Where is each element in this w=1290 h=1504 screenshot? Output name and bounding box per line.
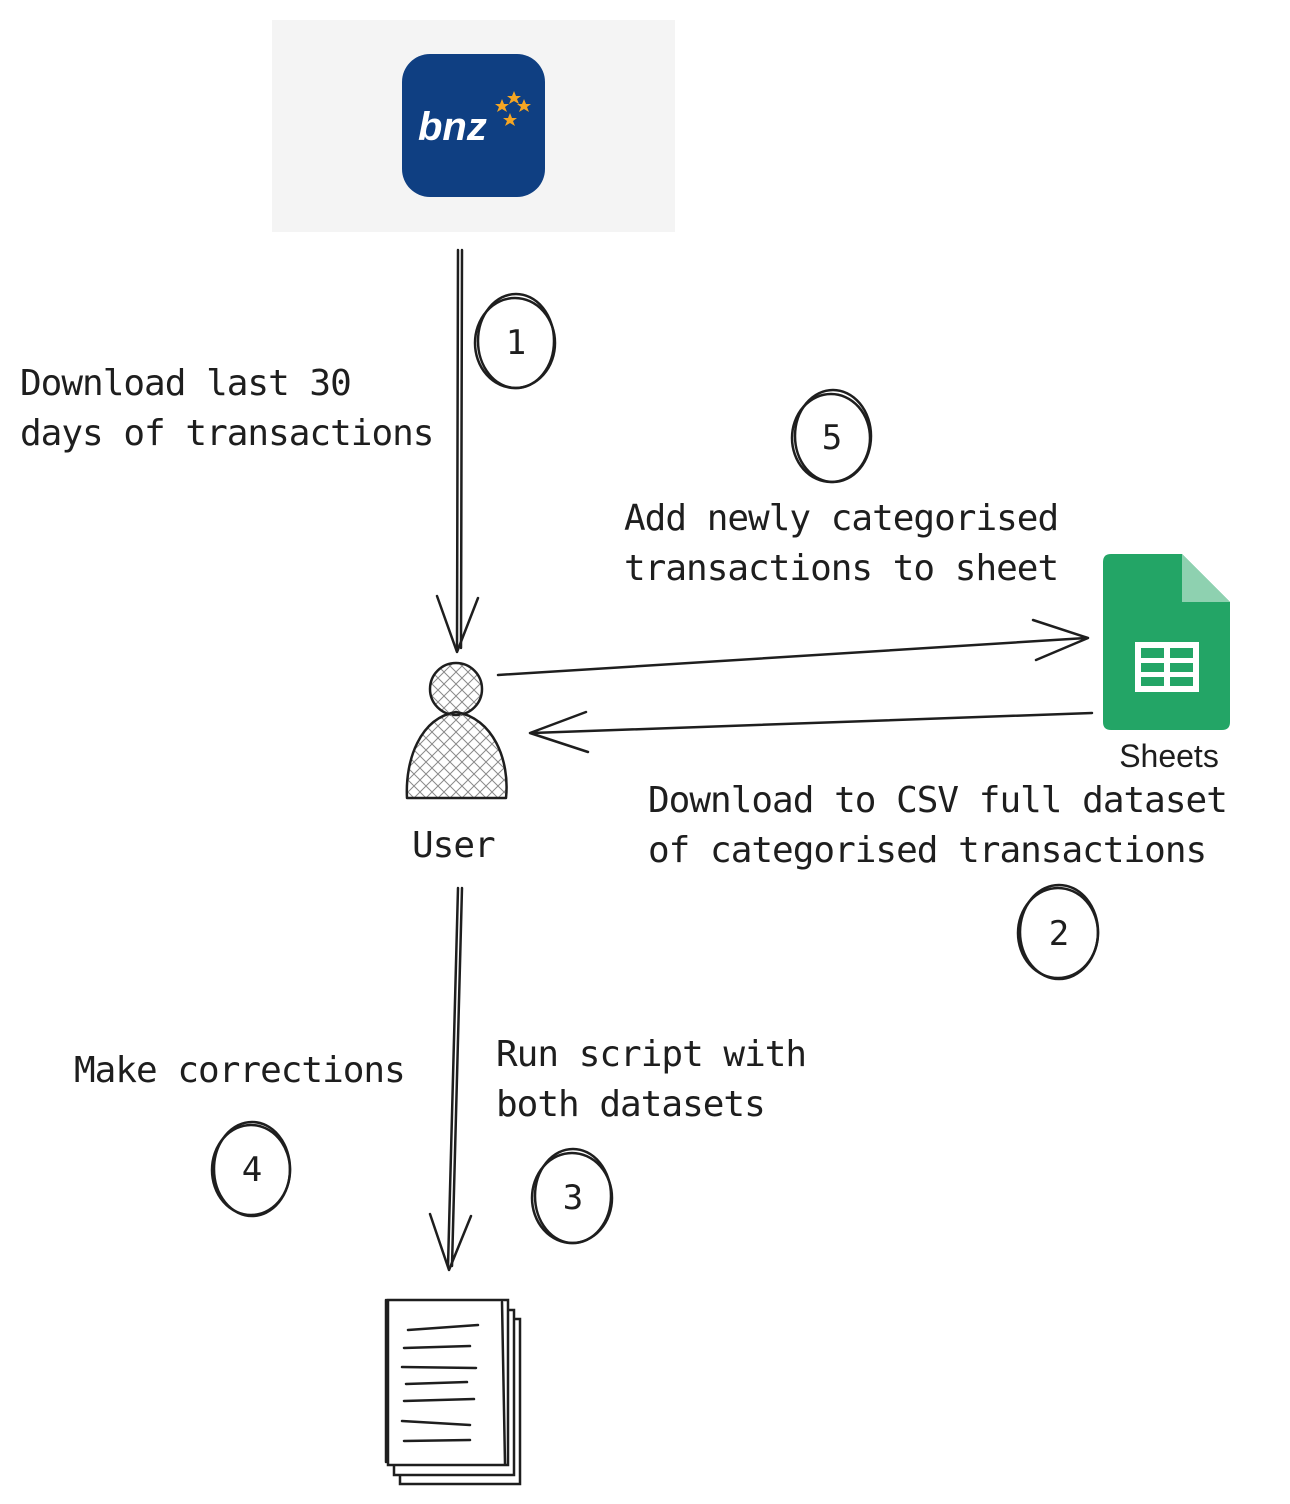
step-4-label: Make corrections bbox=[74, 1050, 405, 1091]
step-5-label-line2: transactions to sheet bbox=[624, 548, 1058, 589]
bnz-logo-text: bnz bbox=[418, 105, 487, 149]
step-5-badge: 5 bbox=[790, 388, 873, 484]
step-2-label-line1: Download to CSV full dataset bbox=[648, 780, 1227, 821]
step-4-badge: 4 bbox=[210, 1120, 292, 1218]
step-1-label-line1: Download last 30 bbox=[20, 363, 351, 404]
step-2-badge: 2 bbox=[1016, 883, 1100, 981]
step-3-badge: 3 bbox=[530, 1147, 614, 1245]
svg-text:3: 3 bbox=[563, 1178, 583, 1218]
svg-text:2: 2 bbox=[1049, 914, 1069, 954]
user-label: User bbox=[412, 825, 495, 866]
step-5-label-line1: Add newly categorised bbox=[624, 498, 1058, 539]
step-2-label-line2: of categorised transactions bbox=[648, 830, 1206, 871]
sheets-icon bbox=[1103, 554, 1230, 730]
svg-text:5: 5 bbox=[822, 418, 842, 458]
bnz-logo: bnz bbox=[272, 20, 675, 232]
step-3-label-line1: Run script with bbox=[496, 1034, 806, 1075]
sheets-label: Sheets bbox=[1119, 738, 1219, 774]
user-icon bbox=[405, 661, 508, 800]
step-1-badge: 1 bbox=[473, 292, 557, 390]
step-3-label-line2: both datasets bbox=[496, 1084, 765, 1125]
documents-icon bbox=[384, 1298, 522, 1486]
svg-text:1: 1 bbox=[506, 323, 526, 363]
star-icon bbox=[495, 91, 531, 126]
arrow-download-transactions bbox=[435, 248, 480, 654]
arrow-run-script bbox=[428, 886, 473, 1272]
svg-text:4: 4 bbox=[242, 1150, 262, 1190]
arrow-add-to-sheet bbox=[496, 618, 1090, 677]
arrow-download-csv bbox=[528, 710, 1094, 754]
step-1-label-line2: days of transactions bbox=[20, 413, 433, 454]
